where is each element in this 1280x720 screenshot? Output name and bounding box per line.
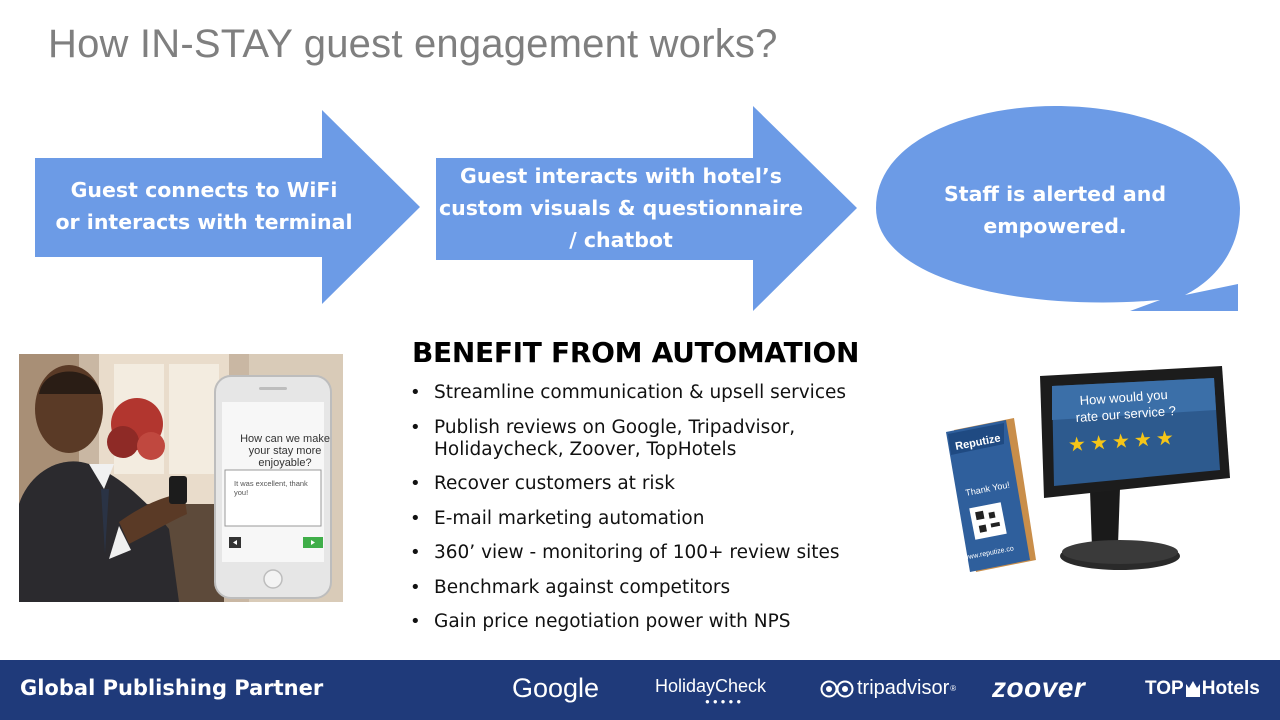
rating-stars: ★ ★ ★ ★ ★ bbox=[1067, 425, 1174, 456]
terminal-question-2: rate our service ? bbox=[1075, 403, 1176, 425]
tophotels-logo: TOP Hotels bbox=[1145, 678, 1260, 700]
svg-text:★: ★ bbox=[1067, 431, 1087, 456]
crown-icon bbox=[1185, 681, 1200, 697]
benefit-item: 360’ view - monitoring of 100+ review si… bbox=[410, 542, 930, 564]
footer-label: Global Publishing Partner bbox=[20, 676, 324, 700]
flow-step-1-label: Guest connects to WiFi or interacts with… bbox=[55, 178, 353, 234]
phone-answer-text: It was excellent, thank you! bbox=[234, 479, 308, 497]
svg-text:★: ★ bbox=[1133, 427, 1153, 452]
flow-arrow-2 bbox=[436, 106, 857, 311]
tophotels-logo-top: TOP bbox=[1145, 678, 1184, 699]
svg-text:★: ★ bbox=[1111, 428, 1131, 453]
flow-arrow-1 bbox=[35, 110, 420, 304]
benefit-item: E-mail marketing automation bbox=[410, 508, 930, 530]
holidaycheck-dots-icon: ●●●●● bbox=[705, 697, 745, 706]
flow-step-3-label: Staff is alerted and empowered. bbox=[944, 182, 1166, 238]
benefit-item: Recover customers at risk bbox=[410, 473, 930, 495]
zoover-logo: zoover bbox=[992, 672, 1086, 703]
terminal-question: How would you bbox=[1079, 387, 1168, 408]
holidaycheck-logo-text: HolidayCheck bbox=[655, 676, 767, 696]
registered-mark: ® bbox=[950, 684, 957, 693]
flow-diagram bbox=[35, 106, 1240, 311]
benefit-item: Publish reviews on Google, Tripadvisor, … bbox=[410, 417, 930, 461]
tophotels-logo-hotels: Hotels bbox=[1201, 678, 1260, 699]
benefits-list: Streamline communication & upsell servic… bbox=[410, 382, 930, 646]
benefit-item: Gain price negotiation power with NPS bbox=[410, 611, 930, 633]
phone-question-text: How can we make your stay more enjoyable… bbox=[240, 433, 330, 469]
benefits-heading: BENEFIT FROM AUTOMATION bbox=[412, 336, 860, 369]
holidaycheck-logo: HolidayCheck ●●●●● bbox=[655, 676, 767, 706]
benefit-item: Streamline communication & upsell servic… bbox=[410, 382, 930, 404]
tripadvisor-logo-text: tripadvisor bbox=[857, 677, 950, 699]
owl-eyes-icon bbox=[820, 680, 854, 697]
feedback-terminal-photo: Reputize Thank You! www.reputize.co How … bbox=[946, 366, 1230, 572]
flow-step-2-label: Guest interacts with hotel’s custom visu… bbox=[438, 164, 804, 252]
benefit-item: Benchmark against competitors bbox=[410, 577, 930, 599]
flow-bubble bbox=[876, 106, 1240, 311]
svg-text:★: ★ bbox=[1155, 425, 1175, 450]
google-logo: Google bbox=[512, 673, 600, 703]
guest-phone-photo bbox=[19, 354, 343, 602]
svg-text:★: ★ bbox=[1089, 430, 1109, 455]
partner-footer: Global Publishing Partner Google Holiday… bbox=[0, 660, 1280, 720]
slide-title: How IN-STAY guest engagement works? bbox=[48, 22, 778, 66]
tripadvisor-logo: tripadvisor ® bbox=[820, 677, 956, 700]
